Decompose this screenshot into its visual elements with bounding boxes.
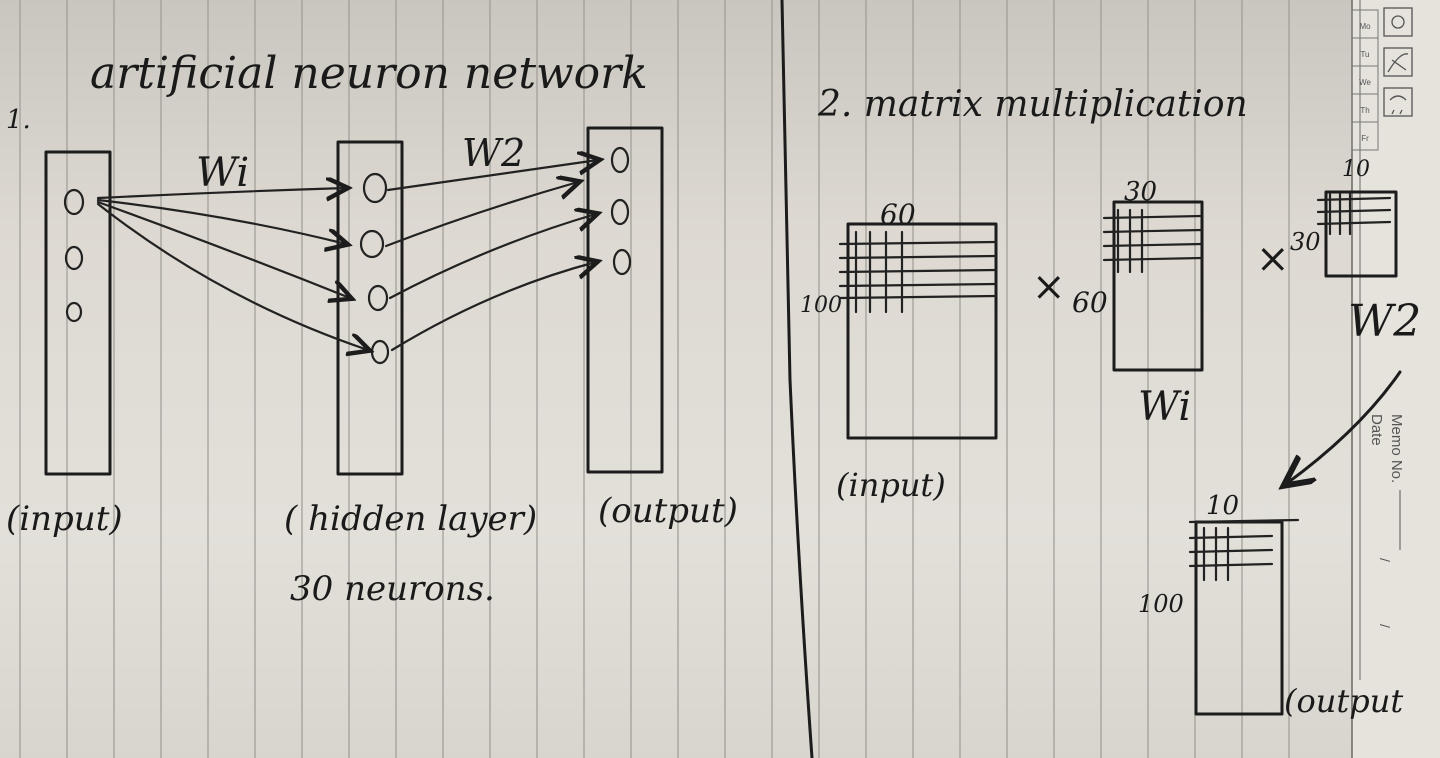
output-matrix-rows: 100	[1138, 590, 1184, 618]
result-arrow	[1286, 370, 1402, 484]
output-matrix-label: (output	[1284, 682, 1403, 720]
day-tab-we: We	[1359, 78, 1371, 87]
day-tab-mo: Mo	[1359, 22, 1371, 31]
input-nodes	[63, 188, 85, 323]
rain-icon	[1389, 95, 1407, 115]
input-layer-box	[44, 150, 112, 476]
w2-matrix-cols: 10	[1342, 157, 1370, 182]
date-slash-1: /	[1377, 558, 1393, 562]
w1-matrix-label: Wi	[1138, 384, 1191, 430]
weather-icons	[1383, 7, 1413, 117]
w1-connections	[96, 188, 368, 350]
input-node	[64, 245, 84, 271]
input-matrix-cols: 60	[880, 198, 916, 231]
memo-no-label: Memo No.	[1388, 414, 1405, 483]
input-matrix	[838, 222, 998, 440]
w1-label: Wi	[196, 150, 249, 196]
input-matrix-rows: 100	[800, 293, 842, 318]
section-divider	[780, 0, 814, 758]
w2-matrix	[1316, 190, 1398, 278]
date-label: Date	[1368, 414, 1385, 446]
hidden-layer-box	[336, 140, 404, 476]
output-node	[612, 248, 632, 276]
hidden-neuron-count: 30 neurons.	[290, 569, 495, 609]
section1-title: artificial neuron network	[90, 48, 648, 99]
page-rule-lines	[19, 0, 1290, 758]
section1-number: 1.	[6, 105, 31, 135]
output-layer-box	[586, 126, 664, 474]
hidden-node	[367, 284, 389, 312]
day-tab-th: Th	[1360, 106, 1369, 115]
hidden-node	[362, 172, 388, 204]
w1-matrix	[1102, 200, 1204, 372]
hidden-layer-label: ( hidden layer)	[284, 499, 537, 539]
hidden-node	[359, 229, 385, 259]
hidden-node	[370, 339, 390, 365]
day-tab-tu: Tu	[1360, 50, 1369, 59]
output-node	[610, 198, 630, 226]
w1-matrix-rows: 60	[1072, 286, 1108, 319]
w2-label: W2	[462, 131, 525, 175]
input-matrix-label: (input)	[836, 466, 946, 504]
output-matrix-cols: 10	[1206, 491, 1239, 521]
cloud-icon	[1387, 53, 1409, 73]
output-node	[610, 146, 630, 174]
input-node	[65, 301, 83, 323]
w2-connections	[384, 160, 598, 352]
hidden-nodes	[359, 172, 390, 365]
input-layer-label: (input)	[6, 499, 123, 539]
w2-matrix-rows: 30	[1290, 228, 1321, 256]
day-tab-fr: Fr	[1361, 134, 1369, 143]
output-matrix	[1188, 518, 1300, 716]
section2-title: 2. matrix multiplication	[817, 84, 1248, 125]
date-slash-2: /	[1377, 624, 1393, 628]
output-nodes	[610, 146, 632, 276]
w2-matrix-label: W2	[1348, 296, 1421, 347]
sun-icon	[1391, 15, 1405, 29]
day-tabs: Mo Tu We Th Fr	[1351, 9, 1379, 151]
output-layer-label: (output)	[598, 491, 738, 531]
multiply-sign-1: ×	[1032, 264, 1066, 310]
input-node	[63, 188, 85, 216]
w1-matrix-cols: 30	[1124, 177, 1157, 207]
multiply-sign-2: ×	[1256, 236, 1290, 282]
